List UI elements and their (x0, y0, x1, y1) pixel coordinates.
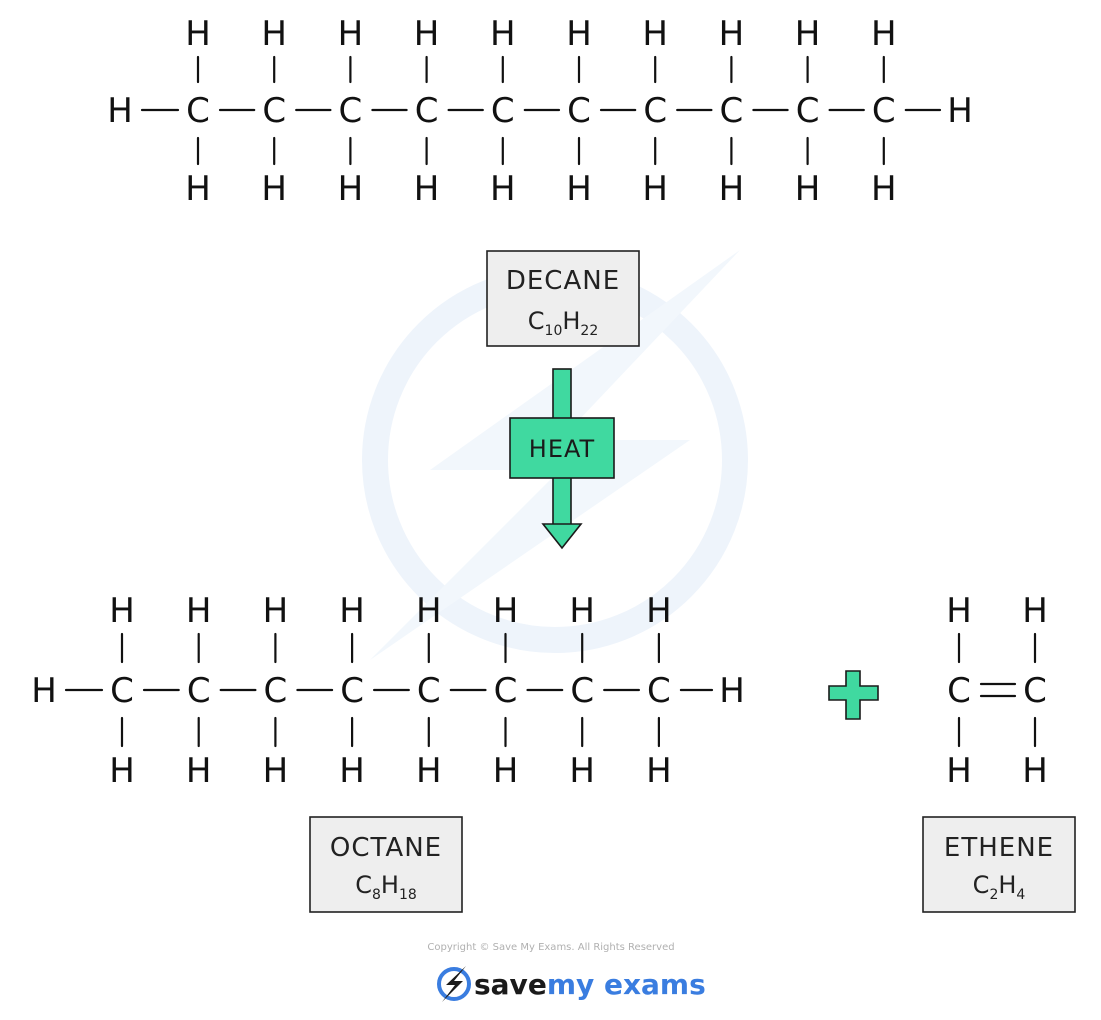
hydrogen-atom: H (416, 591, 442, 631)
hydrogen-atom: H (946, 751, 972, 791)
hydrogen-atom: H (646, 751, 672, 791)
ethene-name: ETHENE (944, 833, 1054, 863)
carbon-atom: C (643, 91, 667, 131)
hydrogen-atom: H (642, 169, 668, 209)
octane-name: OCTANE (330, 833, 442, 863)
arrow-head-icon (541, 523, 583, 550)
hydrogen-atom: H (946, 591, 972, 631)
carbon-atom: C (264, 671, 288, 711)
carbon-atom: C (494, 671, 518, 711)
hydrogen-atom: H (338, 169, 364, 209)
hydrogen-atom: H (31, 671, 57, 711)
hydrogen-atom: H (493, 591, 519, 631)
hydrogen-atom: H (186, 751, 212, 791)
hydrogen-atom: H (871, 14, 897, 54)
hydrogen-atom: H (1022, 591, 1048, 631)
hydrogen-atom: H (569, 751, 595, 791)
hydrogen-atom: H (490, 169, 516, 209)
hydrogen-atom: H (186, 591, 212, 631)
carbon-atom: C (417, 671, 441, 711)
carbon-atom: C (415, 91, 439, 131)
hydrogen-atom: H (263, 591, 289, 631)
decane-label-box: DECANE C10H22 (486, 250, 640, 347)
carbon-atom: C (187, 671, 211, 711)
brand-logo: savemy exams (437, 966, 706, 1002)
hydrogen-atom: H (642, 14, 668, 54)
decane-name: DECANE (506, 266, 620, 296)
hydrogen-atom: H (569, 591, 595, 631)
copyright-text: Copyright © Save My Exams. All Rights Re… (427, 942, 674, 953)
hydrogen-atom: H (719, 169, 745, 209)
hydrogen-atom: H (109, 591, 135, 631)
hydrogen-atom: H (263, 751, 289, 791)
carbon-atom: C (567, 91, 591, 131)
hydrogen-atom: H (646, 591, 672, 631)
heat-label: HEAT (529, 435, 595, 463)
hydrogen-atom: H (261, 169, 287, 209)
arrow-shaft-bottom (552, 476, 572, 526)
carbon-atom: C (110, 671, 134, 711)
carbon-atom: C (720, 91, 744, 131)
carbon-atom: C (570, 671, 594, 711)
hydrogen-atom: H (490, 14, 516, 54)
hydrogen-atom: H (414, 14, 440, 54)
hydrogen-atom: H (185, 14, 211, 54)
plus-icon (828, 670, 879, 720)
carbon-atom: C (339, 91, 363, 131)
hydrogen-atom: H (795, 169, 821, 209)
carbon-atom: C (872, 91, 896, 131)
carbon-atom: C (947, 671, 971, 711)
hydrogen-atom: H (871, 169, 897, 209)
hydrogen-atom: H (719, 671, 745, 711)
ethene-formula: C2H4 (973, 871, 1026, 903)
hydrogen-atom: H (109, 751, 135, 791)
brand-wordmark: savemy exams (474, 968, 706, 1001)
decane-formula: C10H22 (528, 307, 598, 339)
carbon-atom: C (186, 91, 210, 131)
lightning-bolt-icon (437, 966, 471, 1002)
hydrogen-atom: H (566, 14, 592, 54)
hydrogen-atom: H (1022, 751, 1048, 791)
hydrogen-atom: H (493, 751, 519, 791)
hydrogen-atom: H (719, 14, 745, 54)
hydrogen-atom: H (185, 169, 211, 209)
hydrogen-atom: H (339, 751, 365, 791)
heat-arrow: HEAT (509, 368, 615, 550)
hydrogen-atom: H (338, 14, 364, 54)
octane-label-box: OCTANE C8H18 (309, 816, 463, 913)
carbon-atom: C (796, 91, 820, 131)
hydrogen-atom: H (566, 169, 592, 209)
hydrogen-atom: H (795, 14, 821, 54)
hydrogen-atom: H (107, 91, 133, 131)
hydrogen-atom: H (416, 751, 442, 791)
hydrogen-atom: H (947, 91, 973, 131)
ethene-label-box: ETHENE C2H4 (922, 816, 1076, 913)
hydrogen-atom: H (261, 14, 287, 54)
carbon-atom: C (1023, 671, 1047, 711)
heat-box (509, 417, 615, 479)
hydrogen-atom: H (414, 169, 440, 209)
octane-formula: C8H18 (355, 871, 417, 903)
hydrogen-atom: H (339, 591, 365, 631)
carbon-atom: C (340, 671, 364, 711)
carbon-atom: C (647, 671, 671, 711)
arrow-shaft-top (552, 368, 572, 420)
carbon-atom: C (491, 91, 515, 131)
carbon-atom: C (262, 91, 286, 131)
